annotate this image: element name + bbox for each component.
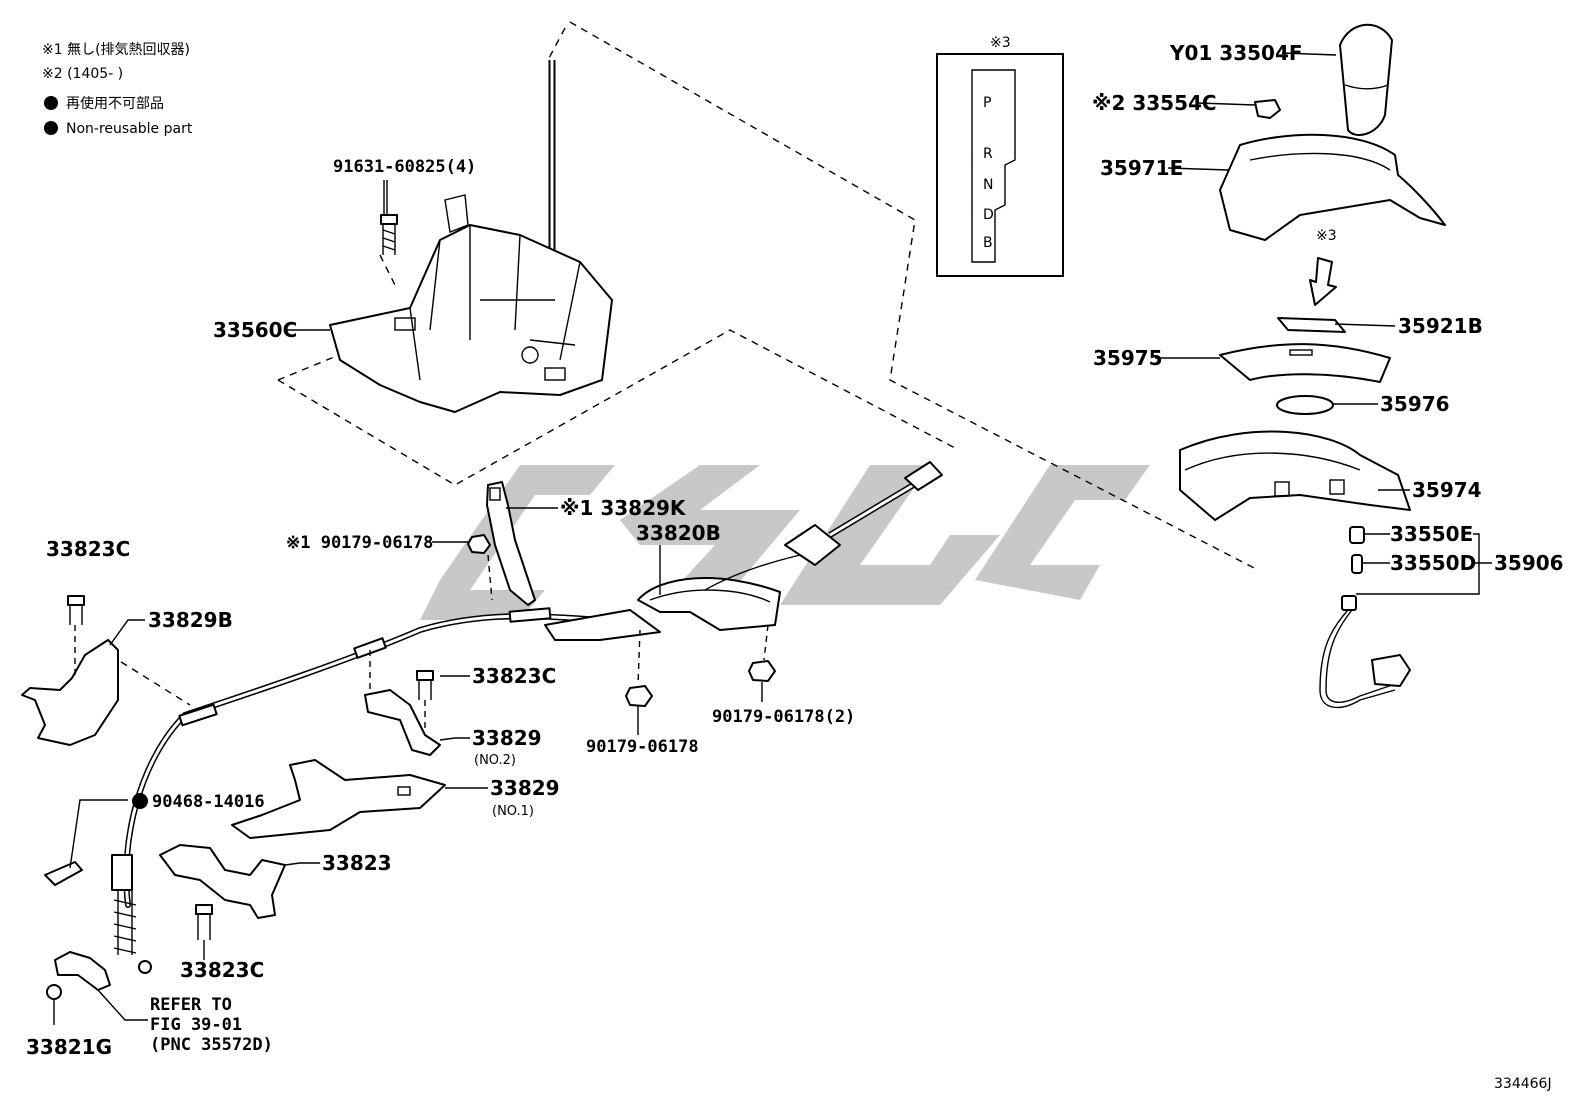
gate-marker: ※3 <box>990 35 1011 51</box>
nut-90179-c <box>748 624 776 702</box>
bracket-33823 <box>159 844 286 919</box>
legend: ※1 無し(排気熱回収器) ※2 (1405- ) 再使用不可部品 Non-re… <box>42 42 193 137</box>
gate-n: N <box>983 177 993 193</box>
indicator-35975 <box>1219 343 1391 383</box>
label-35906: 35906 <box>1494 551 1564 575</box>
label-33550E: 33550E <box>1390 522 1473 546</box>
label-35971E: 35971E <box>1100 156 1183 180</box>
bracket-33829-no2 <box>364 650 441 756</box>
shift-lever-assembly <box>329 60 613 413</box>
gate-b: B <box>983 235 993 251</box>
label-33821G: 33821G <box>26 1035 112 1059</box>
bolt-91631 <box>380 180 398 255</box>
label-33554C: ※2 33554C <box>1092 91 1217 115</box>
label-90468: 90468-14016 <box>152 792 265 812</box>
gate-d: D <box>983 207 994 223</box>
label-35974: 35974 <box>1412 478 1482 502</box>
label-35976: 35976 <box>1380 392 1450 416</box>
non-reusable-dot-icon <box>44 96 58 110</box>
gate-p: P <box>983 95 991 111</box>
watermark-logo <box>420 465 1150 620</box>
label-33550D: 33550D <box>1390 551 1476 575</box>
non-reusable-dot-icon <box>132 793 148 809</box>
label-33560C: 33560C <box>213 318 297 342</box>
housing-35974 <box>1179 430 1411 521</box>
note-2: ※2 (1405- ) <box>42 66 123 82</box>
label-33504F: Y01 33504F <box>1169 41 1303 65</box>
label-35975: 35975 <box>1093 346 1163 370</box>
figure-id: 334466J <box>1494 1076 1552 1092</box>
label-90179-c: 90179-06178(2) <box>712 707 855 727</box>
label-90179-b: 90179-06178 <box>586 737 699 757</box>
plate-35921B <box>1277 317 1346 333</box>
disc-35976 <box>1276 395 1334 415</box>
nut-90179-b <box>625 629 653 735</box>
refer-line-2: FIG 39-01 <box>150 1015 242 1035</box>
label-33823C-mid: 33823C <box>472 664 556 688</box>
label-90179-a: ※1 90179-06178 <box>286 533 433 553</box>
gate-r: R <box>983 146 993 162</box>
label-33829-no1: 33829 <box>490 776 560 800</box>
refer-line-1: REFER TO <box>150 995 232 1015</box>
part-labels: 91631-60825(4) 33560C Y01 33504F ※2 3355… <box>26 41 1564 1092</box>
label-33823: 33823 <box>322 851 392 875</box>
label-33820B: 33820B <box>636 521 721 545</box>
arrow-marker: ※3 <box>1316 228 1337 244</box>
bracket-33829K <box>486 481 536 606</box>
note-1: ※1 無し(排気熱回収器) <box>42 42 190 58</box>
leader-lines <box>97 52 1492 1021</box>
label-33829B: 33829B <box>148 608 233 632</box>
bolt-33823C-mid <box>416 670 434 730</box>
cover-35971E <box>1219 133 1446 241</box>
clip-33821G <box>46 951 111 1025</box>
label-91631: 91631-60825(4) <box>333 157 476 177</box>
bolt-33823C-bot <box>195 904 213 960</box>
shift-gate-inset: ※3 P R N D B <box>936 35 1064 277</box>
bulbs-33550 <box>1349 526 1365 574</box>
bracket-33829B <box>21 625 119 746</box>
non-reusable-en: Non-reusable part <box>66 121 193 137</box>
label-33823C-bot: 33823C <box>180 958 264 982</box>
bolt-33823C-top <box>67 595 85 625</box>
bracket-33829-no1 <box>231 759 446 839</box>
nut-90179-a <box>467 534 493 601</box>
down-arrow-icon: ※3 <box>1309 228 1337 306</box>
non-reusable-dot-icon <box>44 121 58 135</box>
clip-33554C <box>1254 99 1281 119</box>
non-reusable-jp: 再使用不可部品 <box>66 95 164 112</box>
label-33829-no2: 33829 <box>472 726 542 750</box>
label-33823C-top: 33823C <box>46 537 130 561</box>
wire-harness-35906 <box>1319 595 1411 709</box>
label-33829-no2-sub: (NO.2) <box>474 753 516 768</box>
knob-33504F <box>1339 23 1393 136</box>
label-35921B: 35921B <box>1398 314 1483 338</box>
clip-90468 <box>44 799 128 886</box>
refer-line-3: (PNC 35572D) <box>150 1035 273 1055</box>
label-33829-no1-sub: (NO.1) <box>492 804 534 819</box>
label-33829K: ※1 33829K <box>560 496 687 520</box>
